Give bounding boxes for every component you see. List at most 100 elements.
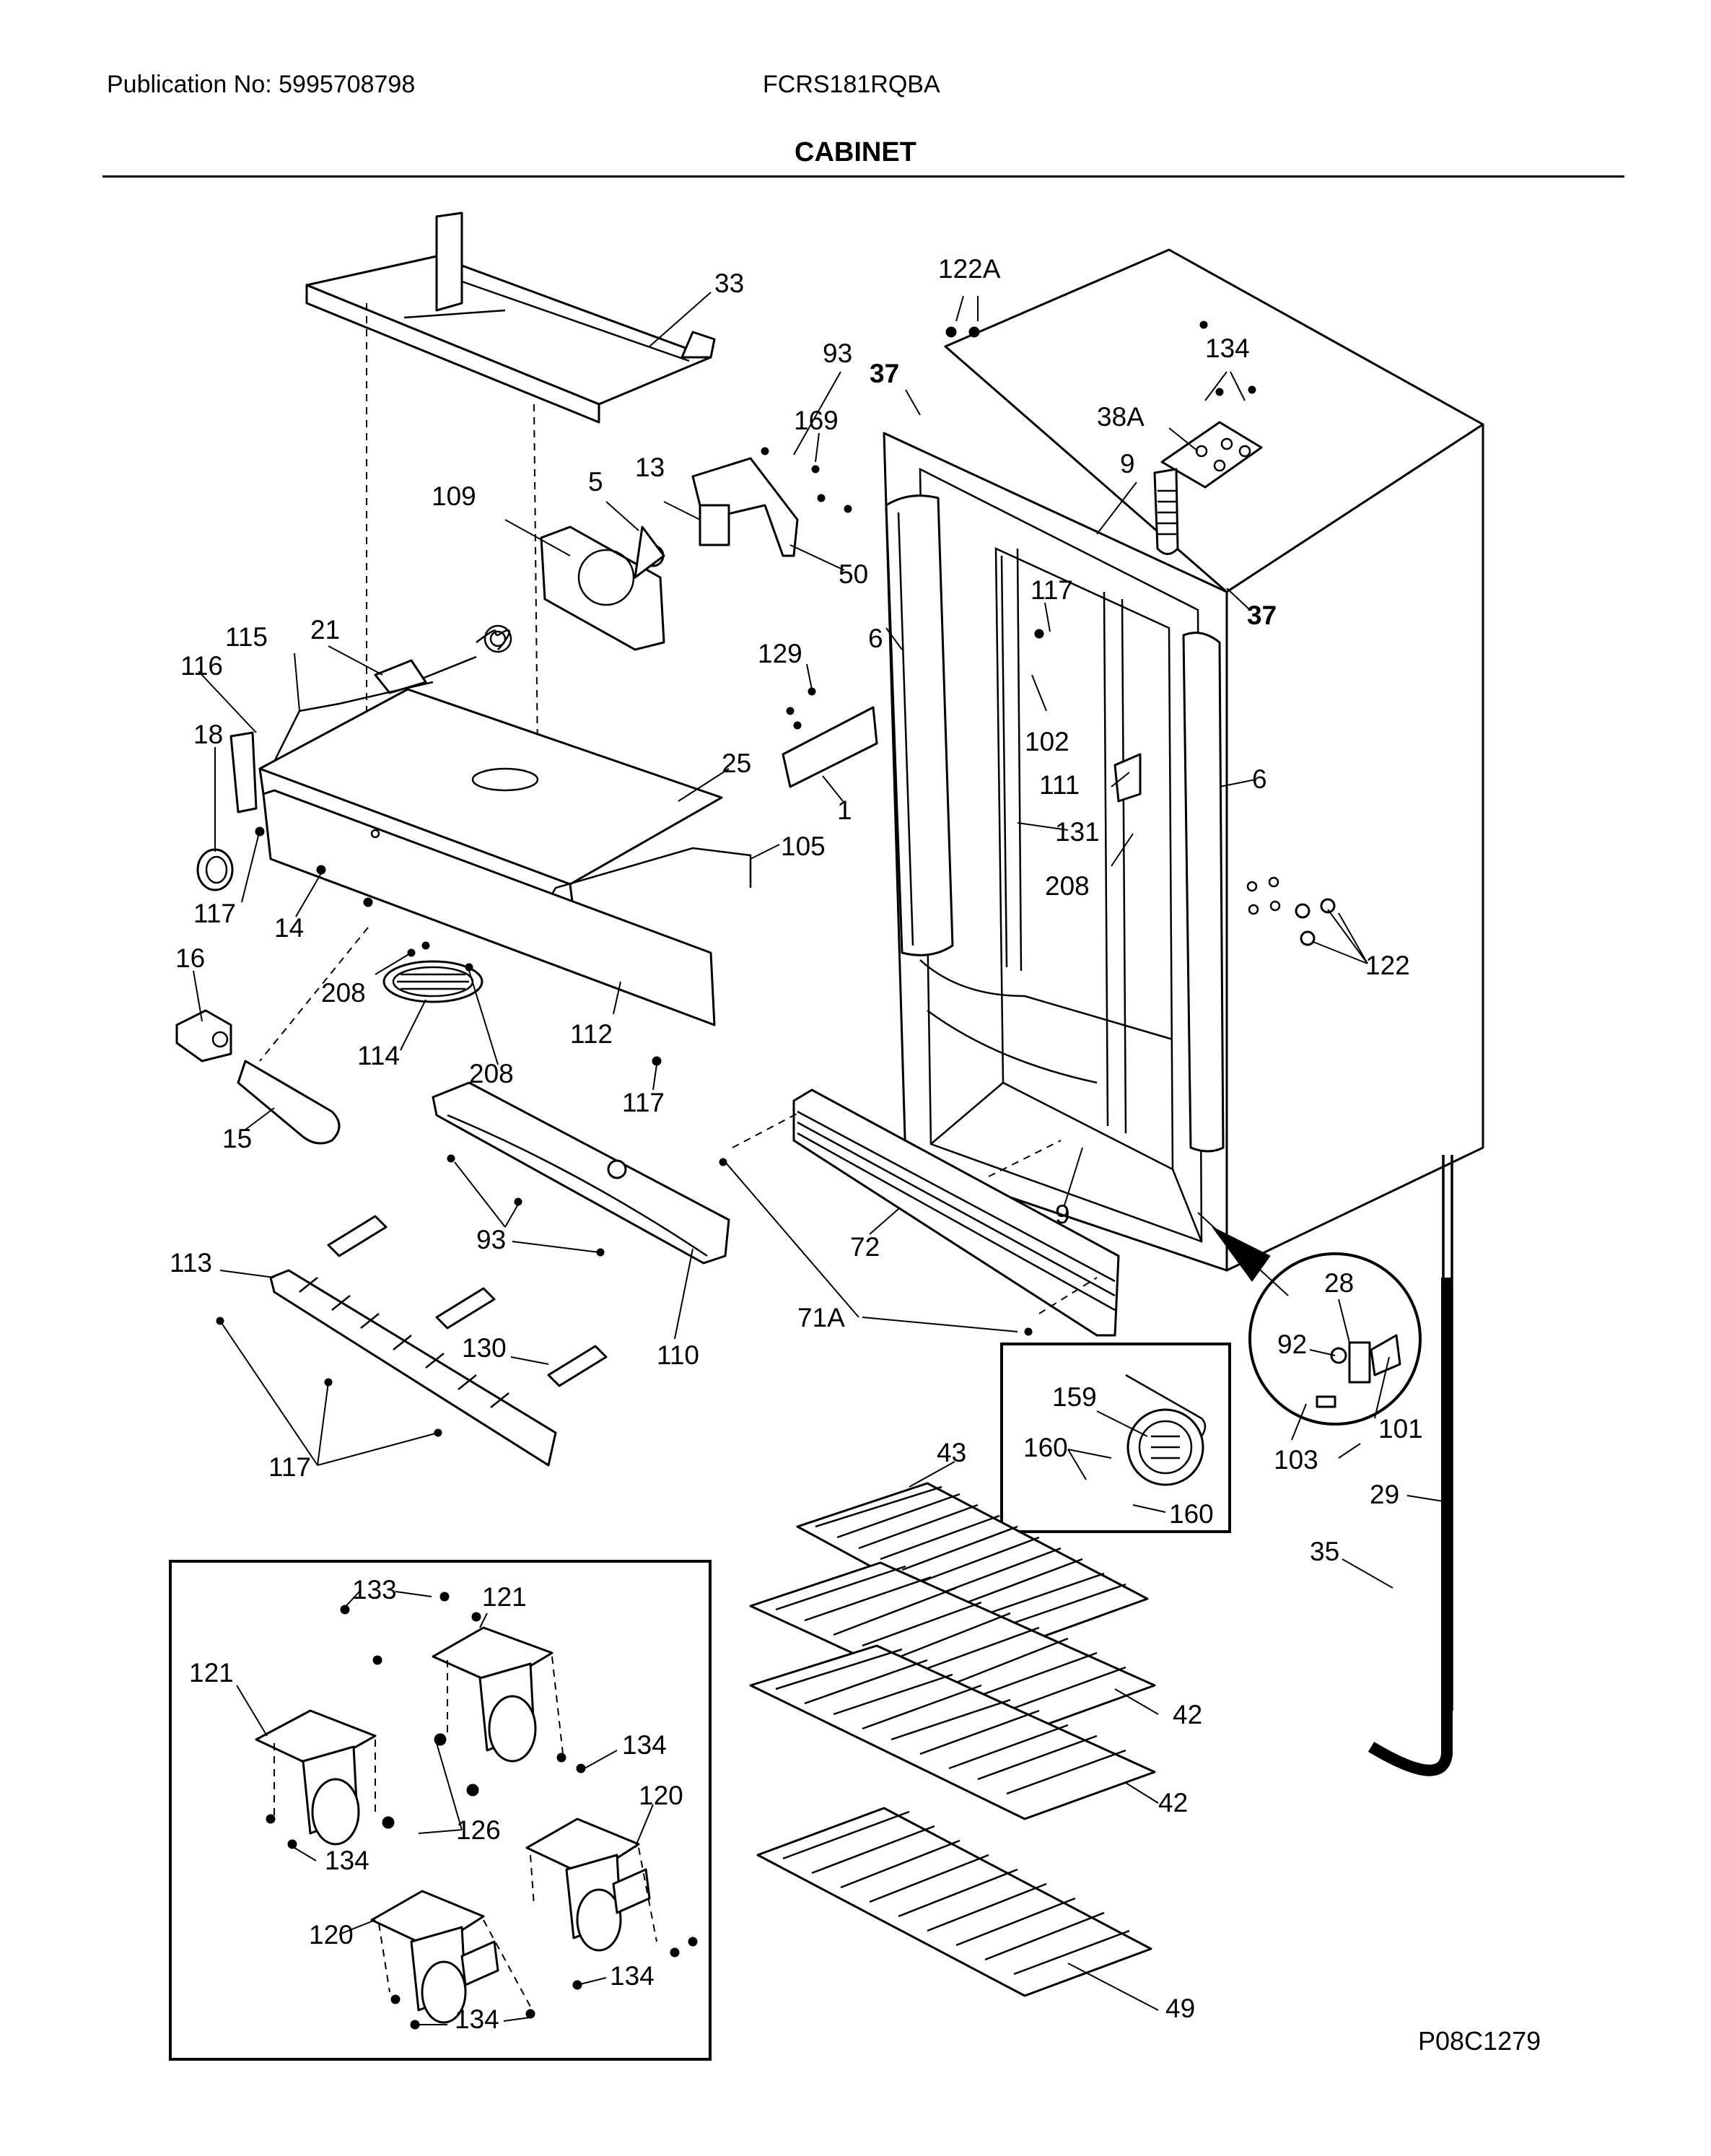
callout-115: 115 [225,622,268,652]
callout-14: 14 [274,913,304,943]
light-socket-16 [175,1009,232,1062]
callout-101: 101 [1378,1414,1423,1444]
callout-160-right: 160 [1169,1499,1214,1529]
callout-117-left: 117 [193,899,236,928]
callout-37-right: 37 [1247,601,1277,630]
callout-110: 110 [657,1340,699,1370]
callout-120-right: 120 [639,1781,683,1810]
callout-121-left: 121 [189,1658,234,1688]
callout-208-mid: 208 [1045,871,1090,901]
callout-6-right: 6 [1252,764,1267,794]
caster-121-right [432,1626,553,1763]
publication-number: Publication No: 5995708798 [107,71,416,98]
callout-43: 43 [937,1438,966,1467]
hinge-pin-inset [1197,1212,1422,1426]
ring-18 [196,848,234,891]
deflector-110 [432,1081,730,1265]
callout-130: 130 [462,1333,507,1363]
drain-tube-115 [273,681,434,762]
casters-inset-box [169,1560,712,2061]
top-hinge [1153,421,1263,555]
callout-5: 5 [588,467,603,497]
callout-122: 122 [1365,951,1410,980]
callout-25: 25 [722,749,751,778]
callout-134-inset-bottom: 134 [455,2004,499,2034]
callout-71a: 71A [797,1303,845,1332]
callout-38a: 38A [1097,402,1145,432]
callout-28: 28 [1324,1268,1354,1298]
thermostat-159 [1125,1374,1207,1486]
callout-126: 126 [456,1815,501,1845]
leader-lines [193,292,1444,2025]
callout-112: 112 [570,1019,613,1049]
callout-122a: 122A [938,254,1001,284]
callout-93-lower: 93 [476,1225,506,1254]
callout-42-lower: 42 [1158,1788,1188,1817]
callout-33: 33 [714,269,744,298]
callout-134-inset-left: 134 [325,1846,369,1875]
callout-117-mid: 117 [1030,575,1073,605]
fan-shroud-109 [540,525,665,651]
callout-208-left: 208 [321,978,366,1008]
callout-72: 72 [850,1232,880,1262]
callout-9-top: 9 [1120,449,1135,479]
shelf-42-upper [749,1561,1156,1734]
panel-112 [262,789,716,1026]
grille-113 [269,1269,557,1467]
caster-screws [266,1592,698,2030]
callout-50: 50 [839,559,868,589]
callout-121-right: 121 [482,1582,527,1612]
callout-102: 102 [1025,727,1069,756]
callout-15: 15 [222,1124,252,1153]
callout-133: 133 [352,1575,397,1605]
door-gasket-right [1182,632,1225,1153]
cabinet-side-holes [1246,876,1336,946]
callout-1: 1 [837,795,852,825]
model-number: FCRS181RQBA [763,71,940,98]
callout-93: 93 [823,339,852,368]
light-bulb-15 [237,1060,341,1145]
callout-120-left: 120 [309,1920,354,1950]
callout-92: 92 [1277,1330,1307,1359]
callout-6-left: 6 [868,624,883,653]
callout-49: 49 [1165,1994,1195,2023]
callout-134-inset-mid: 134 [610,1961,655,1991]
kickplate-72 [792,1088,1120,1337]
header-divider [102,175,1624,178]
caster-121-left [255,1709,377,1846]
screws [216,320,1256,1437]
caster-120-left [370,1890,499,2024]
callout-9-bottom: 9 [1055,1200,1070,1229]
callout-116: 116 [180,651,223,681]
callout-42-upper: 42 [1173,1700,1202,1729]
thermostat-inset-box [1000,1343,1231,1533]
caster-120-right [525,1817,651,1952]
callout-134-top: 134 [1205,333,1250,363]
callout-29: 29 [1370,1480,1399,1509]
callout-160-left: 160 [1023,1433,1068,1462]
callout-111: 111 [1039,770,1080,800]
top-cover-33 [305,211,716,424]
callout-117-center: 117 [622,1088,665,1117]
callout-169: 169 [794,406,839,435]
callout-134-inset-right: 134 [622,1730,667,1760]
callout-129: 129 [758,639,802,668]
callout-21: 21 [310,615,340,645]
callout-117-bottom: 117 [268,1452,311,1482]
cabinet-body [883,248,1484,1272]
shelf-49 [756,1807,1152,1997]
plunger-130 [327,1215,608,1387]
callout-16: 16 [175,943,205,973]
shelf-42-lower [749,1644,1156,1820]
bracket-1 [782,706,878,788]
callout-103: 103 [1274,1445,1318,1475]
figure-code: P08C1279 [1418,2026,1541,2056]
callout-131: 131 [1055,817,1100,847]
door-gasket-left [885,494,954,956]
callout-114: 114 [357,1041,400,1070]
section-title: CABINET [795,137,916,167]
callout-208-right: 208 [469,1059,514,1088]
callout-labels: 33 93 169 109 5 13 50 122A 37 37 134 38A… [170,254,1423,2034]
motor-bracket-50 [691,457,799,557]
